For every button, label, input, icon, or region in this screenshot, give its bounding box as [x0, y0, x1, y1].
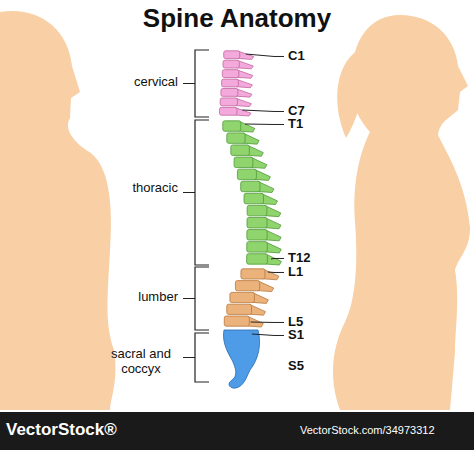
leader-line [268, 272, 284, 273]
leader-line [271, 258, 284, 260]
leader-line [246, 54, 284, 56]
region-label: cervical [100, 75, 178, 90]
vertebra-label: S1 [288, 328, 304, 343]
region-label: thoracic [100, 181, 178, 196]
leader-line [252, 334, 284, 335]
leader-line [251, 322, 284, 323]
region-label: lumber [100, 290, 178, 305]
watermark: VectorStock® [6, 420, 117, 440]
bracket [183, 267, 209, 330]
vertebral-body [223, 60, 239, 68]
ponytail [337, 48, 367, 138]
vertebral-body [230, 292, 255, 302]
vertebra-label: T1 [288, 117, 303, 132]
vertebral-body [244, 193, 264, 203]
female-silhouette [333, 15, 470, 410]
vertebral-body [221, 89, 238, 97]
vertebral-body [247, 217, 267, 227]
vertebral-body [247, 254, 268, 264]
spine [219, 51, 281, 388]
vertebral-body [227, 133, 245, 143]
vertebral-body [247, 230, 267, 240]
vertebral-body [222, 70, 239, 78]
vertebral-body [241, 269, 265, 279]
male-silhouette [0, 11, 116, 410]
vertebral-body [241, 181, 260, 191]
bracket [183, 120, 209, 265]
vertebral-body [247, 242, 268, 252]
vertebral-body [231, 145, 250, 155]
vertebra-label: L1 [288, 265, 303, 280]
vertebra-label: S5 [288, 359, 304, 374]
region-label: sacral and coccyx [104, 347, 178, 377]
watermark-bar [0, 412, 474, 450]
vertebral-body [219, 107, 237, 115]
vertebra-label: T12 [288, 251, 310, 266]
bracket [183, 50, 209, 117]
vertebra-label: C1 [288, 49, 305, 64]
diagram-title: Spine Anatomy [0, 4, 474, 34]
vertebral-body [222, 79, 239, 87]
vertebral-body [220, 98, 237, 106]
lumbar-vertebrae [224, 269, 279, 327]
leader-lines [242, 54, 284, 335]
vertebral-body [227, 304, 252, 314]
leader-line [242, 110, 284, 111]
leader-line [245, 124, 284, 125]
vertebral-body [224, 51, 240, 59]
vertebral-body [247, 205, 267, 215]
spinous-process [250, 304, 266, 315]
vertebral-body [237, 169, 256, 179]
watermark: VectorStock.com/34973312 [300, 424, 435, 437]
vertebral-body [223, 121, 241, 131]
cervical-vertebrae [219, 51, 253, 116]
thoracic-vertebrae [223, 121, 282, 265]
region-brackets [183, 50, 209, 382]
vertebral-body [235, 281, 259, 291]
bracket [183, 333, 209, 382]
sacrum-coccyx [223, 330, 259, 388]
vertebral-body [224, 316, 249, 326]
vertebral-body [234, 157, 253, 167]
